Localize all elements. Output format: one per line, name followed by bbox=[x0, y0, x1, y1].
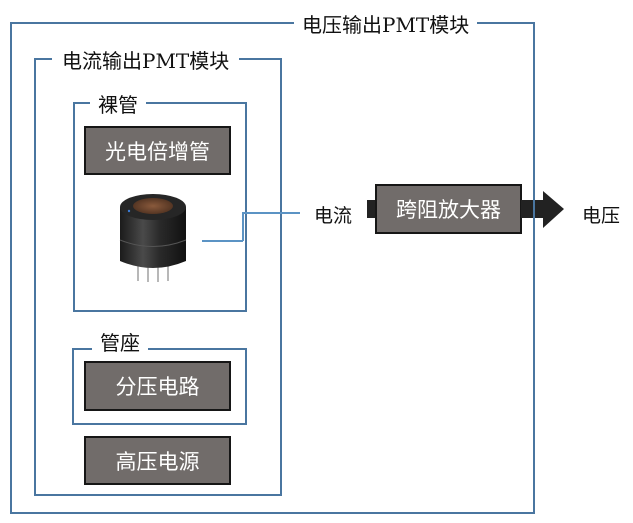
bare-tube-title: 裸管 bbox=[90, 89, 146, 118]
hv-supply-label: 高压电源 bbox=[115, 449, 200, 474]
voltage-label: 电压 bbox=[582, 205, 621, 227]
photomultiplier-tube-box: 光电倍增管 bbox=[84, 126, 231, 175]
hv-supply-box: 高压电源 bbox=[84, 436, 231, 485]
bare-tube-frame bbox=[73, 102, 247, 312]
voltage-divider-label: 分压电路 bbox=[115, 375, 200, 399]
amplifier-input-stub bbox=[367, 200, 377, 218]
transimpedance-amplifier-label: 跨阻放大器 bbox=[396, 198, 501, 222]
pmt-window bbox=[133, 198, 173, 214]
pmt-image bbox=[119, 194, 187, 282]
pmt-pins bbox=[137, 265, 169, 282]
output-arrow-icon bbox=[521, 191, 564, 228]
inner-module-title: 电流输出PMT模块 bbox=[52, 45, 240, 74]
voltage-divider-box: 分压电路 bbox=[84, 361, 231, 411]
current-wire-h2 bbox=[242, 212, 300, 214]
outer-module-title: 电压输出PMT模块 bbox=[294, 9, 478, 38]
current-label: 电流 bbox=[314, 205, 353, 227]
socket-frame bbox=[72, 348, 247, 425]
pmt-body bbox=[120, 207, 186, 268]
photomultiplier-tube-label: 光电倍增管 bbox=[105, 139, 210, 164]
outer-frame-right-edge bbox=[533, 22, 535, 514]
current-wire-v bbox=[242, 212, 244, 241]
transimpedance-amplifier-box: 跨阻放大器 bbox=[375, 184, 522, 234]
current-wire-h1 bbox=[202, 240, 243, 242]
socket-title: 管座 bbox=[92, 327, 148, 356]
